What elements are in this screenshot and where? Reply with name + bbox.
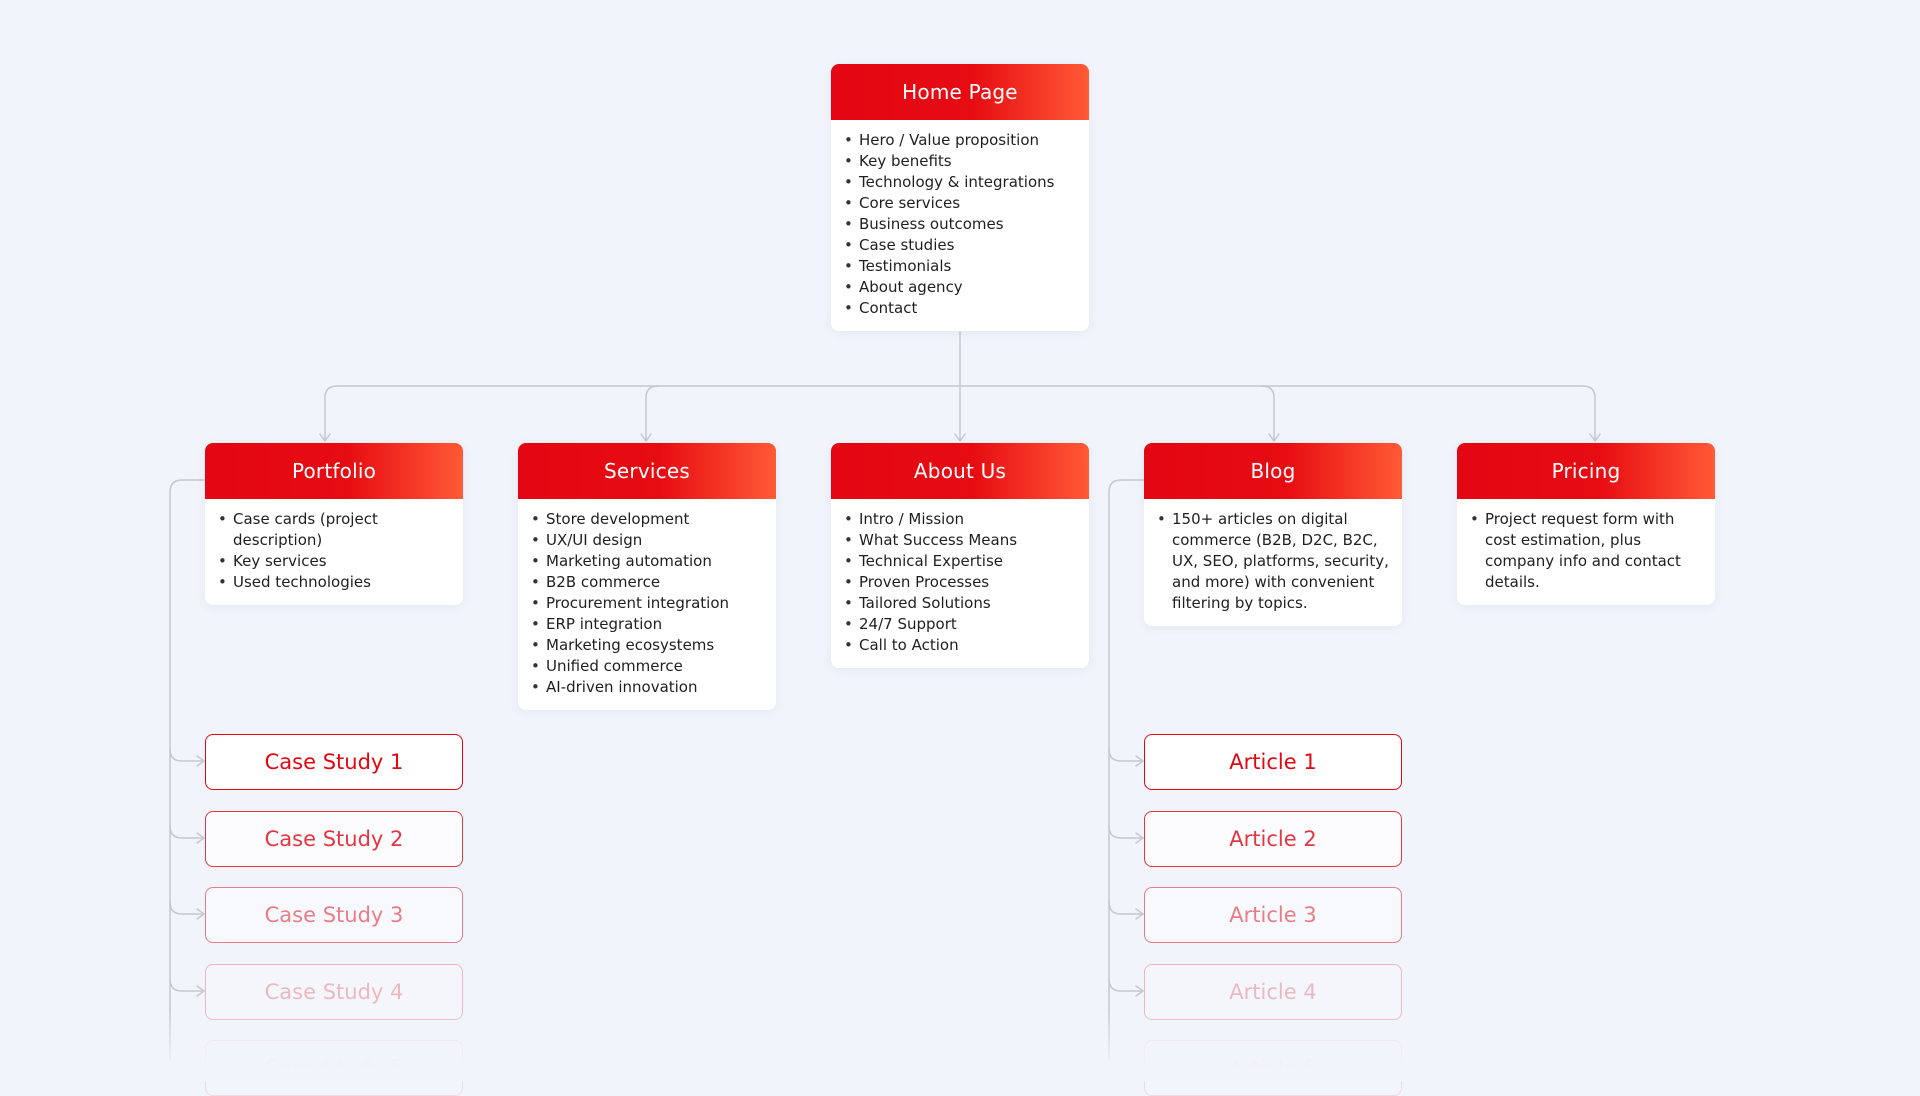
node-title: Blog — [1144, 443, 1402, 499]
list-item: Case studies — [844, 235, 1079, 256]
branch-line — [1261, 385, 1275, 442]
list-item: Hero / Value proposition — [844, 130, 1079, 151]
node-title: About Us — [831, 443, 1089, 499]
article-card[interactable]: Article 1 — [1144, 734, 1402, 790]
pricing-node[interactable]: Pricing Project request form with cost e… — [1457, 443, 1715, 605]
spine-branch — [1108, 748, 1144, 762]
blog-spine — [1108, 479, 1145, 1061]
list-item: Intro / Mission — [844, 509, 1079, 530]
list-item: 150+ articles on digital commerce (B2B, … — [1157, 509, 1392, 614]
node-items: Hero / Value propositionKey benefitsTech… — [831, 120, 1089, 331]
list-item: Used technologies — [218, 572, 453, 593]
arrow-head — [196, 908, 205, 920]
node-title: Pricing — [1457, 443, 1715, 499]
node-items: Project request form with cost estimatio… — [1457, 499, 1715, 605]
node-items: Case cards (project description)Key serv… — [205, 499, 463, 605]
case-study-card[interactable]: Case Study 2 — [205, 811, 463, 867]
node-title: Services — [518, 443, 776, 499]
list-item: About agency — [844, 277, 1079, 298]
arrow-head — [196, 755, 205, 767]
arrow-head — [640, 433, 652, 442]
list-item: Case cards (project description) — [218, 509, 453, 551]
case-study-card[interactable]: Case Study 1 — [205, 734, 463, 790]
about-us-node[interactable]: About Us Intro / MissionWhat Success Mea… — [831, 443, 1089, 668]
spine-branch — [169, 748, 205, 762]
list-item: Project request form with cost estimatio… — [1470, 509, 1705, 593]
spine-branch — [1108, 901, 1144, 915]
arrow-head — [1268, 433, 1280, 442]
arrow-head — [319, 433, 331, 442]
branch-line — [645, 385, 659, 442]
list-item: Key benefits — [844, 151, 1079, 172]
arrow-head — [1135, 908, 1144, 920]
list-item: Procurement integration — [531, 593, 766, 614]
case-study-card[interactable]: Case Study 3 — [205, 887, 463, 943]
list-item: Proven Processes — [844, 572, 1079, 593]
list-item: Business outcomes — [844, 214, 1079, 235]
list-item: Technical Expertise — [844, 551, 1079, 572]
arrow-head — [1135, 755, 1144, 767]
list-item: Contact — [844, 298, 1079, 319]
article-card[interactable]: Article 3 — [1144, 887, 1402, 943]
list-item: 24/7 Support — [844, 614, 1079, 635]
list-item: Call to Action — [844, 635, 1079, 656]
services-node[interactable]: Services Store developmentUX/UI designMa… — [518, 443, 776, 710]
branch-line — [324, 385, 338, 442]
spine-branch — [169, 825, 205, 839]
branch-line — [1582, 385, 1596, 442]
list-item: UX/UI design — [531, 530, 766, 551]
portfolio-spine — [169, 479, 206, 1061]
list-item: Marketing automation — [531, 551, 766, 572]
node-items: Intro / MissionWhat Success MeansTechnic… — [831, 499, 1089, 668]
blog-node[interactable]: Blog 150+ articles on digital commerce (… — [1144, 443, 1402, 626]
list-item: B2B commerce — [531, 572, 766, 593]
spine-branch — [169, 901, 205, 915]
node-items: Store developmentUX/UI designMarketing a… — [518, 499, 776, 710]
spine-branch — [1108, 978, 1144, 992]
list-item: Marketing ecosystems — [531, 635, 766, 656]
arrow-head — [1135, 985, 1144, 997]
arrow-head — [196, 832, 205, 844]
arrow-head — [954, 433, 966, 442]
node-title: Home Page — [831, 64, 1089, 120]
node-title: Portfolio — [205, 443, 463, 499]
list-item: Testimonials — [844, 256, 1079, 277]
list-item: Unified commerce — [531, 656, 766, 677]
portfolio-node[interactable]: Portfolio Case cards (project descriptio… — [205, 443, 463, 605]
node-items: 150+ articles on digital commerce (B2B, … — [1144, 499, 1402, 626]
list-item: What Success Means — [844, 530, 1079, 551]
bottom-fade — [0, 1010, 1920, 1081]
arrow-head — [1589, 433, 1601, 442]
list-item: Core services — [844, 193, 1079, 214]
list-item: Tailored Solutions — [844, 593, 1079, 614]
list-item: Store development — [531, 509, 766, 530]
spine-branch — [169, 978, 205, 992]
list-item: ERP integration — [531, 614, 766, 635]
list-item: Key services — [218, 551, 453, 572]
spine-branch — [1108, 825, 1144, 839]
article-card[interactable]: Article 2 — [1144, 811, 1402, 867]
home-page-node[interactable]: Home Page Hero / Value propositionKey be… — [831, 64, 1089, 331]
list-item: AI-driven innovation — [531, 677, 766, 698]
arrow-head — [1135, 832, 1144, 844]
arrow-head — [196, 985, 205, 997]
list-item: Technology & integrations — [844, 172, 1079, 193]
